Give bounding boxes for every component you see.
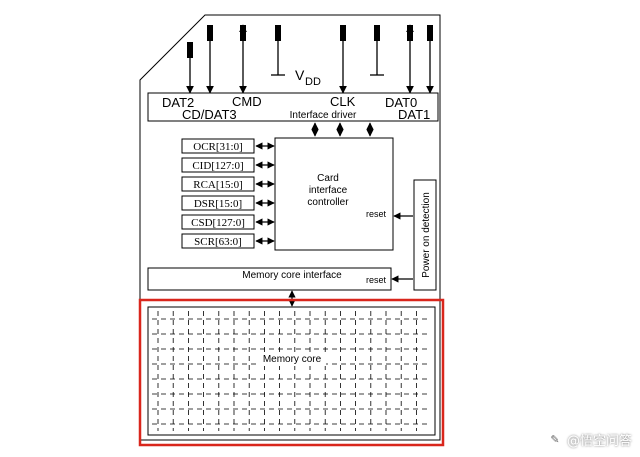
register-label-cid: CID[127:0] xyxy=(192,160,243,172)
pin-label-vdd-sub: DD xyxy=(305,76,321,88)
card-interface-controller-box xyxy=(274,137,394,251)
interface-driver-label: Interface driver xyxy=(290,110,357,121)
register-box-cid xyxy=(181,157,255,173)
register-label-rca: RCA[15:0] xyxy=(193,179,243,191)
register-box-csd xyxy=(181,214,255,230)
pin-label-vdd: V xyxy=(295,67,305,83)
interface-driver-box xyxy=(147,92,439,122)
memory-core-interface-box xyxy=(147,267,392,291)
pin-pads xyxy=(187,25,433,58)
pin-label-cd-dat3: CD/DAT3 xyxy=(182,107,237,122)
register-label-dsr: DSR[15:0] xyxy=(194,198,242,210)
register-box-dsr xyxy=(181,195,255,211)
register-box-rca xyxy=(181,176,255,192)
controller-label-line1: Card xyxy=(317,173,339,184)
memory-core-label: Memory core xyxy=(263,354,322,365)
pin-label-dat0: DAT0 xyxy=(385,95,417,110)
register-stack: OCR[31:0] CID[127:0] RCA[15:0] DSR[15:0]… xyxy=(181,138,275,249)
watermark-text: @悟空问答 xyxy=(566,434,632,449)
register-box-ocr xyxy=(181,138,255,154)
driver-controller-arrows xyxy=(311,122,374,137)
watermark: ✎ @悟空问答 xyxy=(546,430,632,449)
register-label-scr: SCR[63:0] xyxy=(194,236,242,248)
register-box-scr xyxy=(181,233,255,249)
chat-bubble-icon: ✎ xyxy=(546,431,563,448)
memory-core-grid xyxy=(152,311,431,431)
pin-label-cmd: CMD xyxy=(232,94,262,109)
pin-label-dat1: DAT1 xyxy=(398,107,430,122)
memory-core-reset-label: reset xyxy=(366,275,387,285)
register-label-csd: CSD[127:0] xyxy=(191,217,245,229)
controller-label-line3: controller xyxy=(307,197,349,208)
memory-core-box xyxy=(147,306,436,436)
register-label-ocr: OCR[31:0] xyxy=(193,141,243,153)
memory-core-interface-label: Memory core interface xyxy=(242,270,342,281)
controller-label-line2: interface xyxy=(309,185,348,196)
power-on-detection-label: Power on detection xyxy=(421,192,432,278)
power-on-detection-box xyxy=(413,179,437,291)
controller-reset-label: reset xyxy=(366,209,387,219)
pin-label-dat2: DAT2 xyxy=(162,95,194,110)
memory-core-label-backdrop xyxy=(258,352,326,366)
pin-label-clk: CLK xyxy=(330,94,356,109)
memory-core-highlight-frame xyxy=(138,298,445,447)
